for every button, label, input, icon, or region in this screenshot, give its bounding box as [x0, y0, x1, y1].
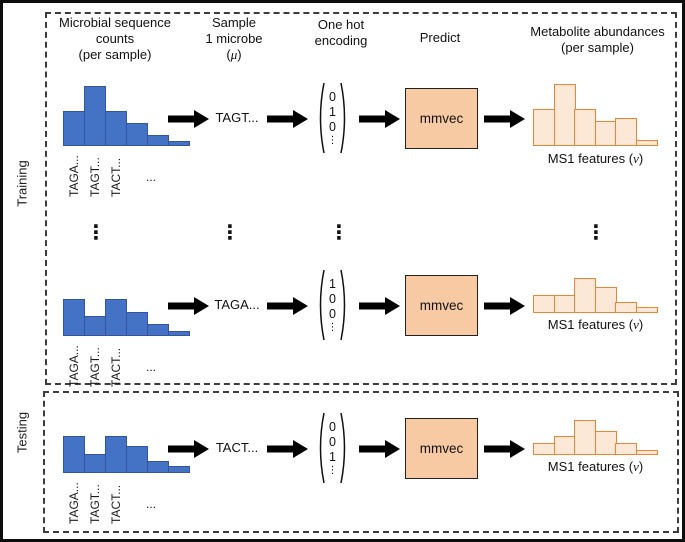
header-line: Sample [211, 15, 257, 30]
header-line: encoding [314, 33, 368, 48]
header-line: Metabolite abundances [530, 24, 665, 39]
header-line: Predict [419, 30, 461, 45]
header-line: (per sample) [78, 47, 152, 62]
testing-section-box [43, 391, 679, 533]
training-section-box [45, 12, 677, 385]
vertical-dots: ⋮ [586, 222, 606, 244]
vertical-dots: ⋮ [220, 222, 240, 244]
training-section-label: Training [14, 160, 30, 207]
column-header-metabolites: Metabolite abundances (per sample) [515, 24, 680, 56]
column-header-microbial-counts: Microbial sequence counts (per sample) [35, 15, 195, 63]
header-line: (per sample) [561, 40, 634, 55]
column-header-sample-microbe: Sample 1 microbe (μ) [186, 15, 282, 63]
column-header-one-hot: One hot encoding [293, 17, 389, 49]
vertical-dots: ⋮ [86, 222, 106, 244]
vertical-dots: ⋮ [329, 222, 349, 244]
mu-symbol: μ [230, 47, 238, 62]
header-line: 1 microbe [205, 31, 263, 46]
header-line-math: (μ) [226, 47, 242, 62]
testing-section-label: Testing [14, 411, 30, 454]
header-line: counts [95, 31, 135, 46]
column-header-predict: Predict [402, 30, 478, 46]
header-line: One hot [317, 17, 365, 32]
header-line: Microbial sequence [58, 15, 171, 30]
